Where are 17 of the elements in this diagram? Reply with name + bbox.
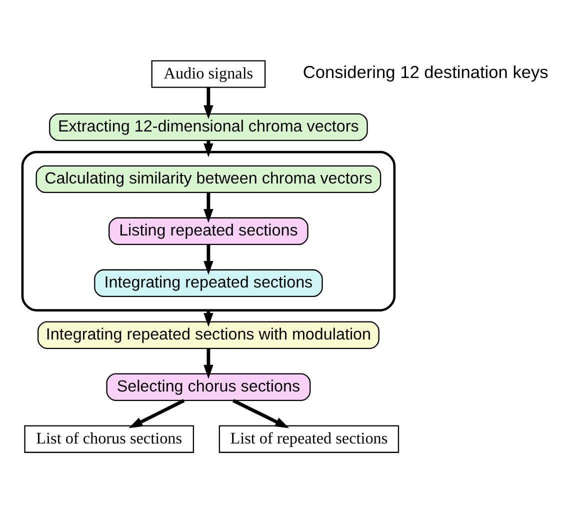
node-box: Selecting chorus sections xyxy=(106,372,311,400)
node-box: Integrating repeated sections xyxy=(94,268,323,296)
arrow xyxy=(204,348,214,378)
cluster xyxy=(21,150,396,311)
arrow xyxy=(204,192,214,222)
node-box: List of repeated sections xyxy=(218,424,400,452)
node-box: Calculating similarity between chroma vectors xyxy=(36,164,382,193)
arrow xyxy=(204,244,214,274)
label: Considering 12 destination keys xyxy=(302,62,548,82)
arrow xyxy=(128,398,185,428)
node-box: List of chorus sections xyxy=(24,424,194,452)
node-box: Extracting 12-dimensional chroma vectors xyxy=(49,112,368,141)
arrow xyxy=(232,398,290,428)
node-box: Audio signals xyxy=(151,60,266,88)
node-box: Integrating repeated sections with modulation xyxy=(37,320,380,348)
node-box: Listing repeated sections xyxy=(108,216,308,245)
arrow xyxy=(204,87,214,119)
